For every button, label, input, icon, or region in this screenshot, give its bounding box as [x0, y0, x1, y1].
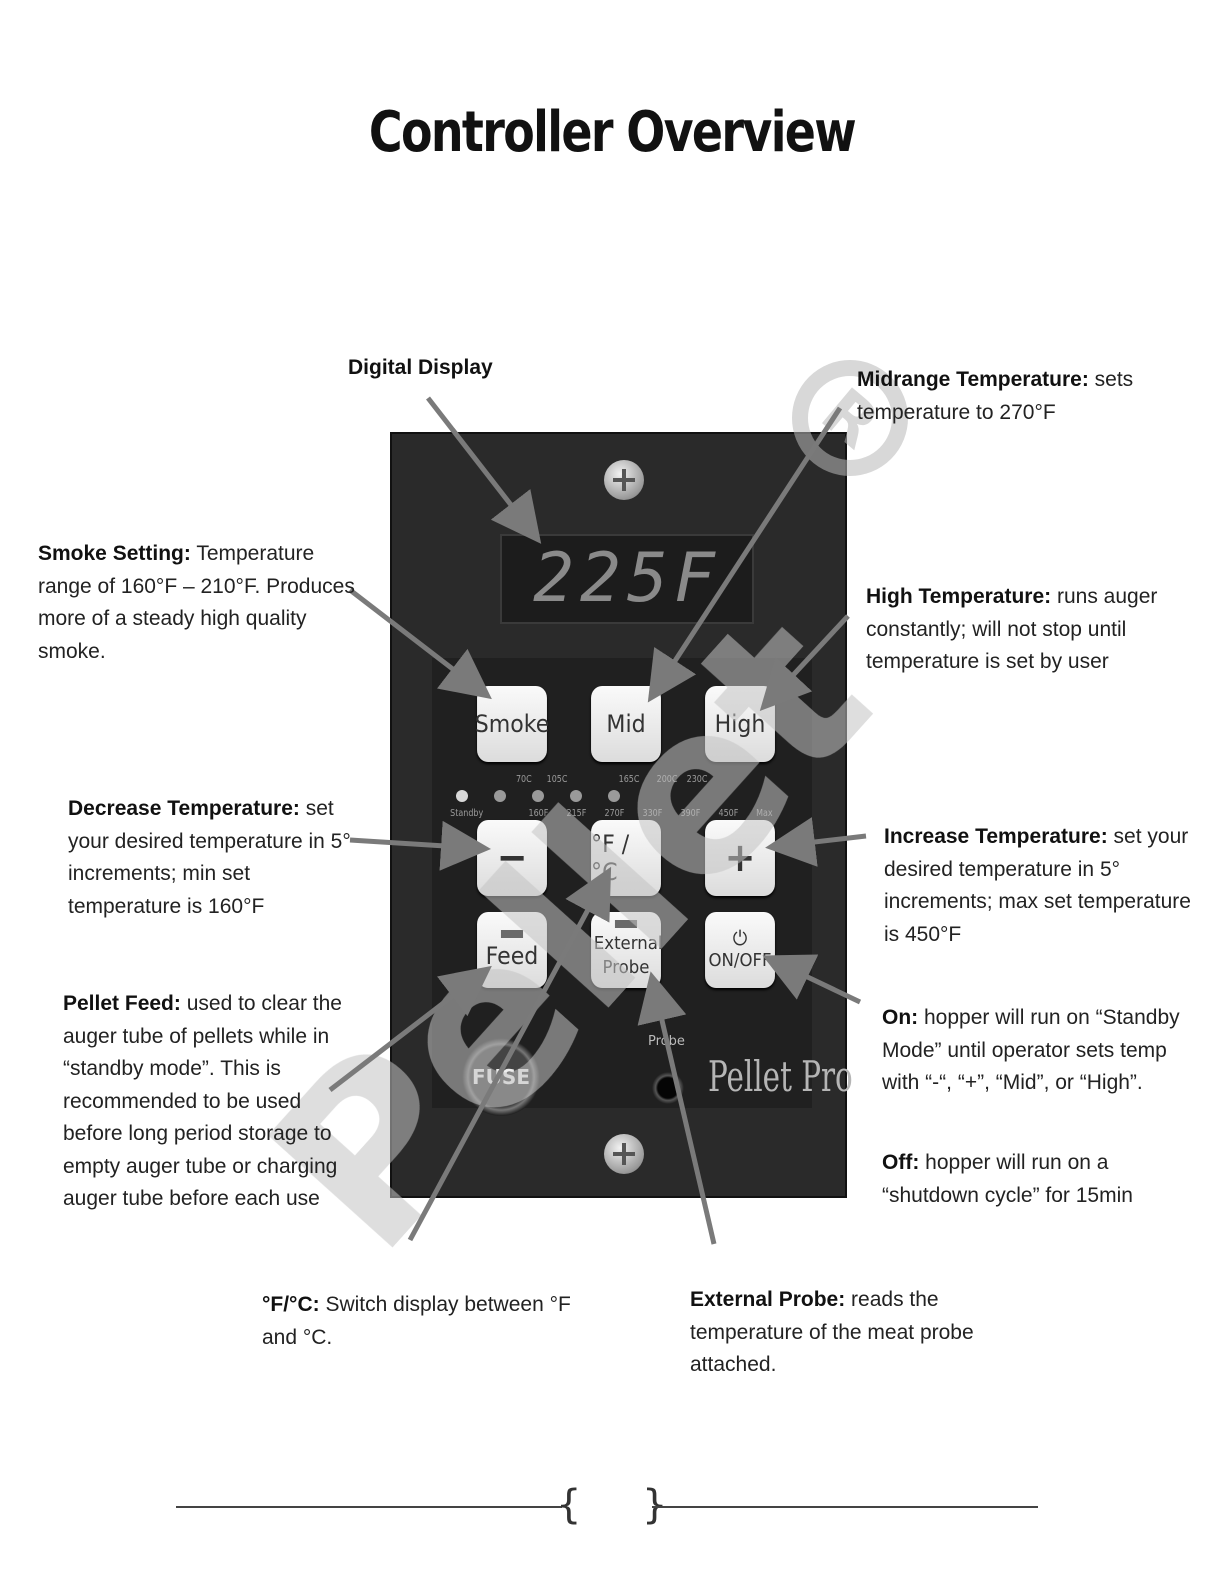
note-off: Off: hopper will run on a “shutdown cycl…	[882, 1147, 1192, 1212]
note-external-probe: External Probe: reads the temperature of…	[690, 1284, 990, 1382]
note-title: °F/°C:	[262, 1293, 320, 1316]
note-title: Digital Display	[348, 356, 493, 379]
note-smoke: Smoke Setting: Temperature range of 160°…	[38, 538, 368, 668]
note-midrange: Midrange Temperature: sets temperature t…	[857, 364, 1187, 429]
note-title: Decrease Temperature:	[68, 797, 300, 820]
note-title: Midrange Temperature:	[857, 368, 1089, 391]
arrow-on-off	[776, 962, 860, 1002]
note-text: hopper will run on a “shutdown cycle” fo…	[882, 1151, 1133, 1207]
footer-rule-left	[176, 1506, 562, 1508]
arrow-decrease	[350, 840, 476, 848]
arrow-external-probe	[654, 986, 714, 1244]
note-title: External Probe:	[690, 1288, 845, 1311]
note-decrease: Decrease Temperature: set your desired t…	[68, 793, 368, 923]
footer-right-brace: }	[642, 1482, 667, 1528]
note-title: On:	[882, 1006, 918, 1029]
note-title: High Temperature:	[866, 585, 1051, 608]
footer-left-brace: {	[556, 1482, 581, 1528]
note-on: On: hopper will run on “Standby Mode” un…	[882, 1002, 1192, 1100]
note-text: hopper will run on “Standby Mode” until …	[882, 1006, 1180, 1094]
note-title: Smoke Setting:	[38, 542, 191, 565]
arrow-digital-display	[428, 398, 532, 532]
arrow-smoke	[350, 590, 480, 690]
footer-rule-right	[652, 1506, 1038, 1508]
note-title: Off:	[882, 1151, 919, 1174]
note-increase: Increase Temperature: set your desired t…	[884, 821, 1194, 951]
note-high: High Temperature: runs auger constantly;…	[866, 581, 1196, 679]
note-digital-display: Digital Display	[348, 352, 493, 385]
note-title: Increase Temperature:	[884, 825, 1108, 848]
note-pellet-feed: Pellet Feed: used to clear the auger tub…	[63, 988, 353, 1216]
note-title: Pellet Feed:	[63, 992, 181, 1015]
note-text: used to clear the auger tube of pellets …	[63, 992, 342, 1210]
note-unit-toggle: °F/°C: Switch display between °F and °C.	[262, 1289, 582, 1354]
